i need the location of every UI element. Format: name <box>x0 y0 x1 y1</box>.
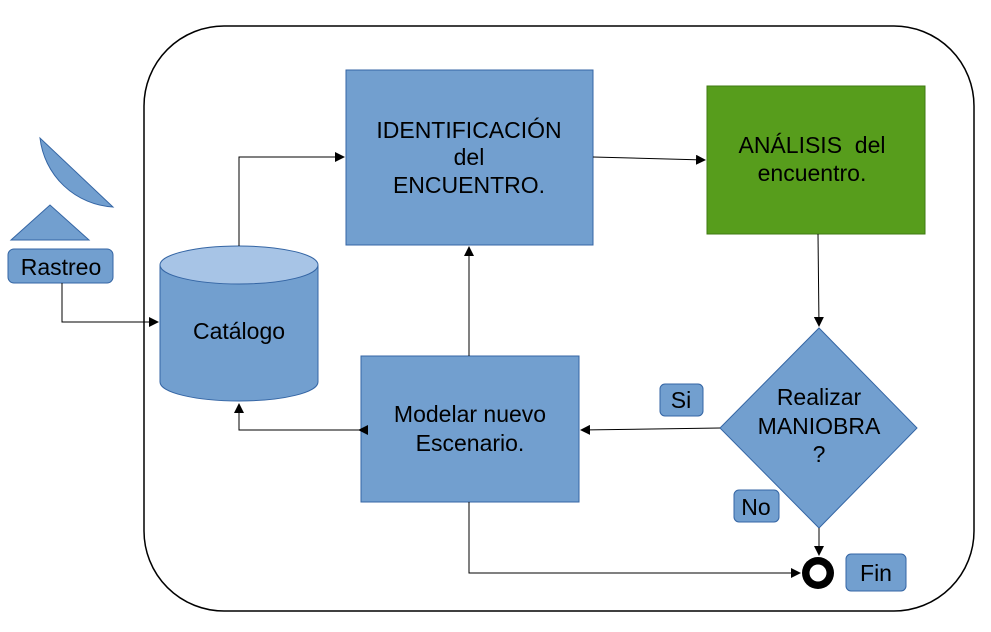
edge-rastreo-catalogo <box>61 283 159 327</box>
analisis-node: ANÁLISIS del encuentro. <box>706 85 926 235</box>
no-branch-label: No <box>733 489 780 523</box>
analisis-label-line2: encuentro. <box>758 160 867 186</box>
si-branch-label: Si <box>659 383 704 417</box>
edge-modelar-catalogo <box>234 403 368 435</box>
edge-analisis-decision <box>813 233 824 327</box>
si-label: Si <box>671 387 691 413</box>
rastreo-node: Rastreo <box>7 248 114 284</box>
edge-decision-modelar <box>580 424 721 435</box>
identificacion-label-line3: ENCUENTRO. <box>393 172 545 198</box>
catalogo-node: Catálogo <box>159 245 319 402</box>
edge-catalogo-identificacion <box>238 152 345 246</box>
fin-node: Fin <box>845 553 907 592</box>
satellite-dish-icon <box>9 136 115 241</box>
catalogo-label: Catálogo <box>193 318 285 344</box>
decision-node: Realizar MANIOBRA ? <box>719 327 918 529</box>
process-frame <box>143 25 975 612</box>
decision-label-line1: Realizar <box>777 384 862 410</box>
identificacion-node: IDENTIFICACIÓN del ENCUENTRO. <box>345 69 594 246</box>
end-node-icon <box>802 557 834 589</box>
edge-identificacion-analisis <box>592 154 706 165</box>
decision-label-line2: MANIOBRA <box>758 413 881 439</box>
modelar-label-line1: Modelar nuevo <box>394 401 546 427</box>
no-label: No <box>741 494 770 520</box>
modelar-label-line2: Escenario. <box>416 430 525 456</box>
identificacion-label-line1: IDENTIFICACIÓN <box>376 117 561 143</box>
rastreo-label: Rastreo <box>21 254 102 280</box>
fin-label: Fin <box>860 560 892 586</box>
decision-label-line3: ? <box>813 441 826 467</box>
identificacion-label-line2: del <box>454 144 485 170</box>
edge-modelar-fin <box>468 502 801 578</box>
connectors <box>61 152 824 578</box>
modelar-node: Modelar nuevo Escenario. <box>360 355 580 503</box>
analisis-label-line1: ANÁLISIS del <box>738 132 885 158</box>
